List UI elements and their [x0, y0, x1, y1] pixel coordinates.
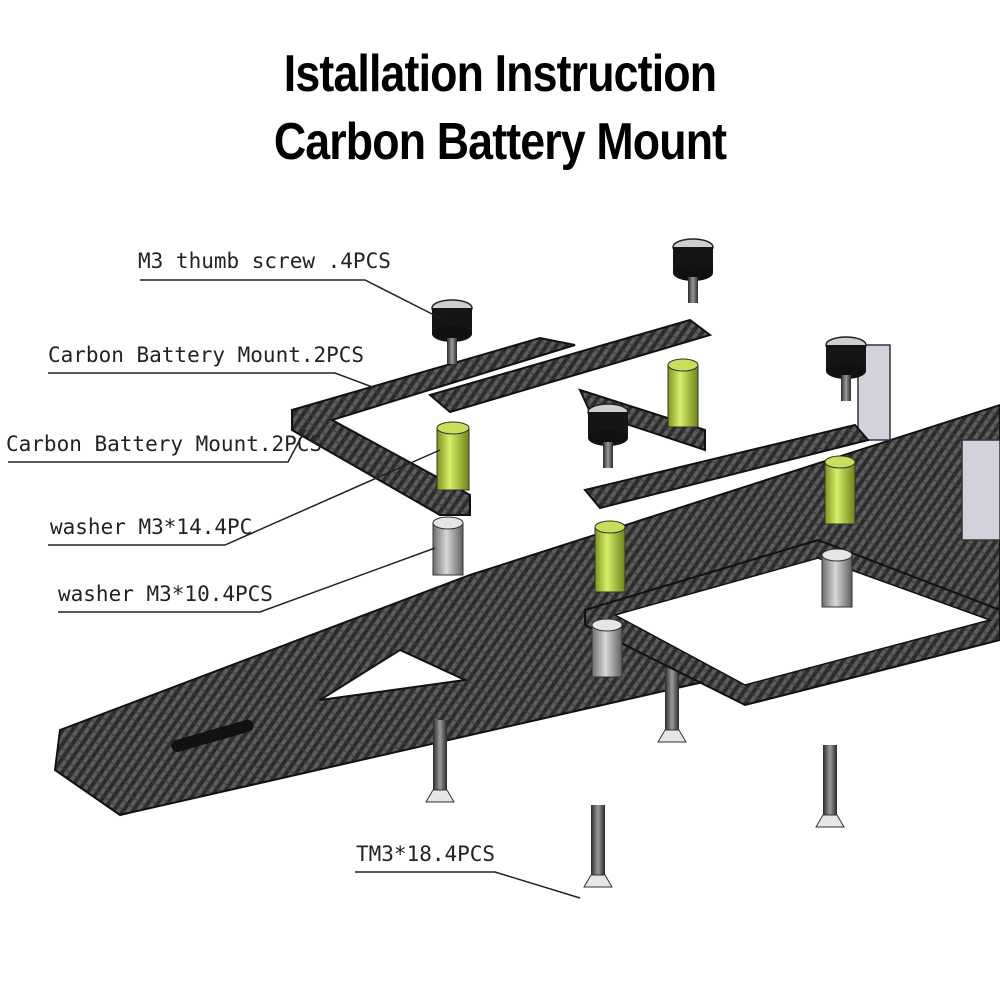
bolt-icon: [815, 744, 845, 828]
plate-slot: [171, 719, 254, 752]
bracket-right-1: [857, 344, 891, 441]
bolt-icon: [583, 804, 613, 888]
standoff-green: [667, 358, 699, 428]
thumb-screw-icon: [587, 403, 629, 469]
label-battery-mount-a: Carbon Battery Mount.2PCS: [48, 343, 364, 367]
title-line-1: Istallation Instruction: [283, 45, 717, 103]
plate-cutout: [319, 648, 469, 701]
leader-lines: [8, 279, 581, 899]
label-thumb-screw: M3 thumb screw .4PCS: [138, 249, 391, 273]
standoff-green: [594, 520, 626, 593]
standoff-grey: [591, 618, 623, 678]
bracket-right-2: [961, 439, 1000, 541]
label-washer-14: washer M3*14.4PC: [50, 515, 252, 539]
standoff-grey: [821, 548, 853, 608]
battery-mount-frame-left: [291, 336, 576, 516]
battery-mount-strap-right: [583, 423, 870, 510]
label-washer-10: washer M3*10.4PCS: [58, 582, 273, 606]
thumb-screw-icon: [431, 299, 473, 365]
label-screw-tm3: TM3*18.4PCS: [356, 842, 495, 866]
standoff-grey: [432, 516, 464, 576]
title-line-2: Carbon Battery Mount: [273, 113, 727, 171]
thumb-screw-icon: [672, 238, 714, 304]
battery-mount-strap-left: [427, 318, 713, 414]
standoff-green: [436, 421, 470, 491]
label-battery-mount-b: Carbon Battery Mount.2PCS: [6, 432, 322, 456]
standoff-green: [824, 455, 856, 525]
